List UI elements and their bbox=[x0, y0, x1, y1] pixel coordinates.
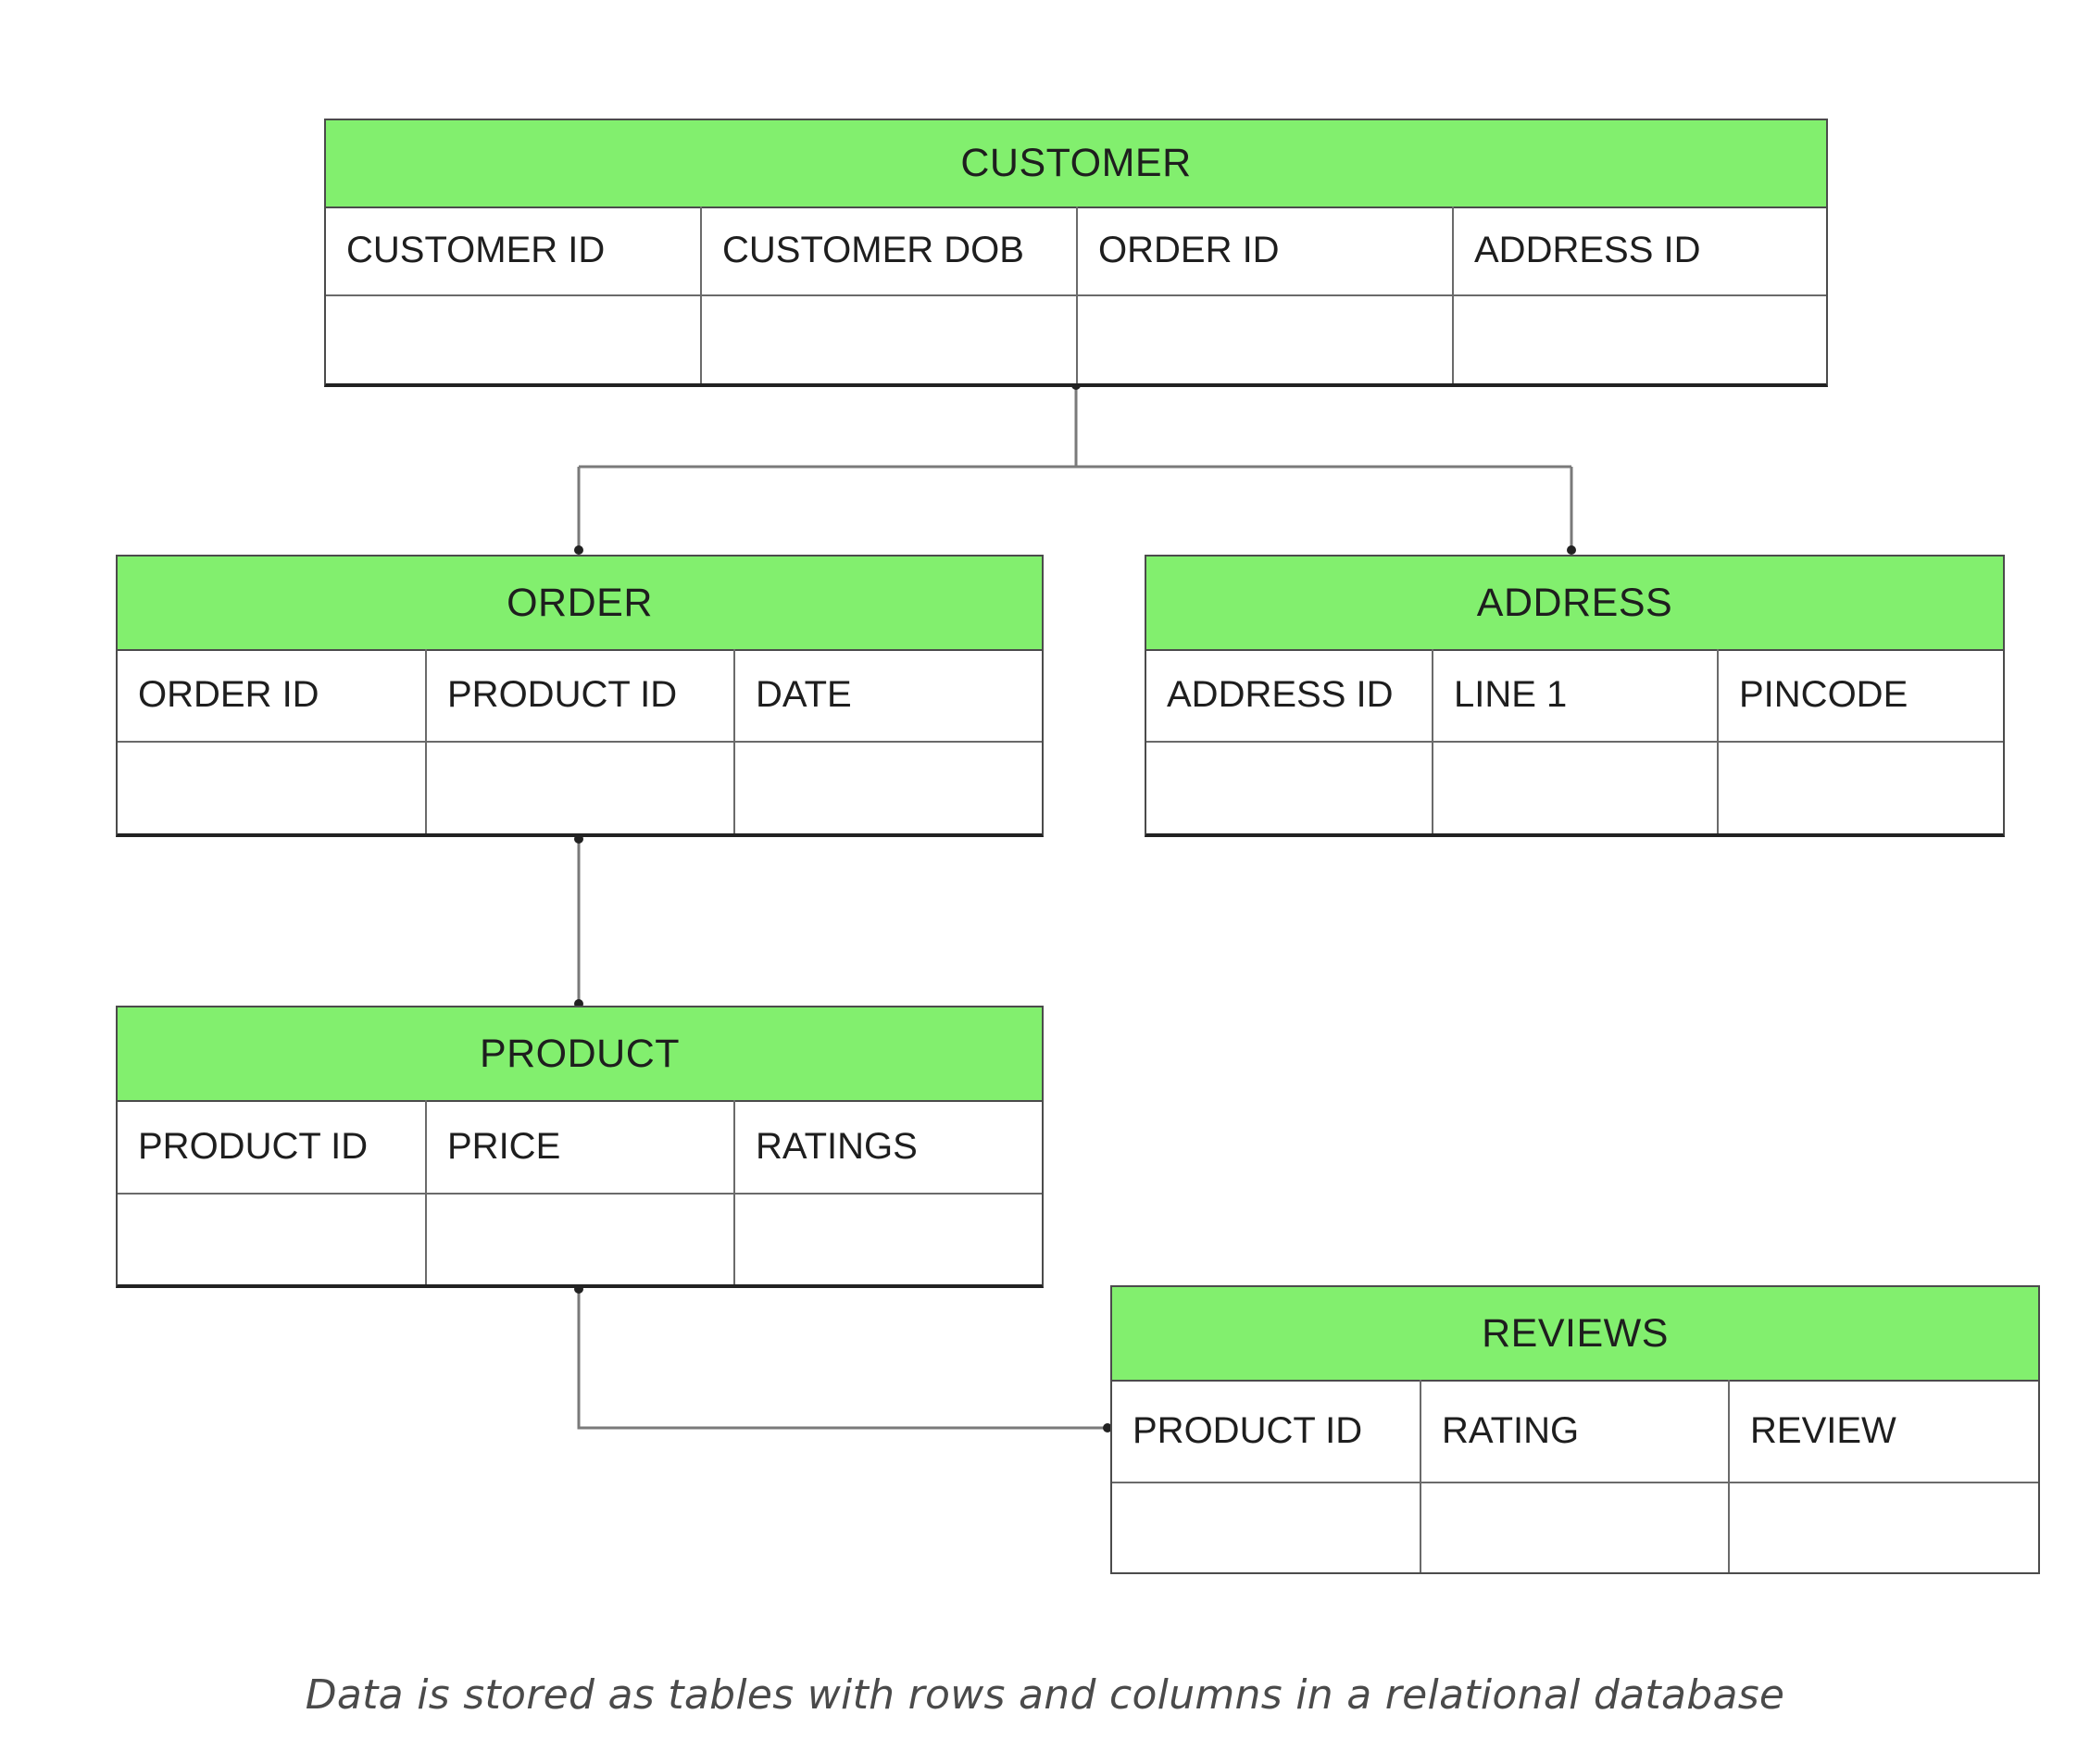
empty-cell bbox=[735, 1195, 1042, 1284]
connector-customer-order-address bbox=[577, 384, 1573, 551]
column-header-product-id: PRODUCT ID bbox=[427, 649, 735, 743]
column-header-product-id: PRODUCT ID bbox=[1112, 1380, 1421, 1483]
column-header-pincode: PINCODE bbox=[1719, 649, 2003, 743]
empty-cell bbox=[702, 296, 1078, 383]
product-table-title: PRODUCT bbox=[116, 1006, 1044, 1102]
column-header-customer-id: CUSTOMER ID bbox=[326, 206, 702, 296]
address-table: ADDRESS ADDRESS ID LINE 1 PINCODE bbox=[1145, 555, 2005, 837]
column-header-date: DATE bbox=[735, 649, 1042, 743]
column-header-ratings: RATINGS bbox=[735, 1100, 1042, 1195]
order-table-grid: ORDER ID PRODUCT ID DATE bbox=[116, 649, 1044, 837]
connector-dot-address-top bbox=[1567, 545, 1576, 555]
column-header-product-id: PRODUCT ID bbox=[118, 1100, 427, 1195]
column-header-customer-dob: CUSTOMER DOB bbox=[702, 206, 1078, 296]
empty-cell bbox=[427, 743, 735, 833]
connector-product-reviews bbox=[577, 1288, 1108, 1430]
reviews-table-title: REVIEWS bbox=[1110, 1285, 2040, 1382]
address-table-title: ADDRESS bbox=[1145, 555, 2005, 651]
empty-cell bbox=[1719, 743, 2003, 833]
empty-cell bbox=[118, 1195, 427, 1284]
empty-cell bbox=[427, 1195, 735, 1284]
column-header-order-id: ORDER ID bbox=[118, 649, 427, 743]
column-header-line-1: LINE 1 bbox=[1433, 649, 1719, 743]
reviews-table-grid: PRODUCT ID RATING REVIEW bbox=[1110, 1380, 2040, 1574]
empty-cell bbox=[326, 296, 702, 383]
column-header-address-id: ADDRESS ID bbox=[1454, 206, 1826, 296]
column-header-review: REVIEW bbox=[1730, 1380, 2038, 1483]
order-table-title: ORDER bbox=[116, 555, 1044, 651]
product-table-grid: PRODUCT ID PRICE RATINGS bbox=[116, 1100, 1044, 1288]
order-table: ORDER ORDER ID PRODUCT ID DATE bbox=[116, 555, 1044, 837]
address-table-grid: ADDRESS ID LINE 1 PINCODE bbox=[1145, 649, 2005, 837]
connector-dot-order-top bbox=[574, 545, 583, 555]
column-header-address-id: ADDRESS ID bbox=[1146, 649, 1433, 743]
empty-cell bbox=[118, 743, 427, 833]
empty-cell bbox=[1078, 296, 1454, 383]
empty-cell bbox=[1146, 743, 1433, 833]
customer-table-title: CUSTOMER bbox=[324, 119, 1828, 208]
reviews-table: REVIEWS PRODUCT ID RATING REVIEW bbox=[1110, 1285, 2040, 1574]
empty-cell bbox=[1433, 743, 1719, 833]
customer-table: CUSTOMER CUSTOMER ID CUSTOMER DOB ORDER … bbox=[324, 119, 1828, 387]
column-header-price: PRICE bbox=[427, 1100, 735, 1195]
customer-table-grid: CUSTOMER ID CUSTOMER DOB ORDER ID ADDRES… bbox=[324, 206, 1828, 387]
diagram-caption: Data is stored as tables with rows and c… bbox=[305, 1671, 1785, 1719]
empty-cell bbox=[1730, 1483, 2038, 1572]
empty-cell bbox=[1112, 1483, 1421, 1572]
column-header-order-id: ORDER ID bbox=[1078, 206, 1454, 296]
empty-cell bbox=[735, 743, 1042, 833]
empty-cell bbox=[1421, 1483, 1730, 1572]
product-table: PRODUCT PRODUCT ID PRICE RATINGS bbox=[116, 1006, 1044, 1288]
column-header-rating: RATING bbox=[1421, 1380, 1730, 1483]
empty-cell bbox=[1454, 296, 1826, 383]
